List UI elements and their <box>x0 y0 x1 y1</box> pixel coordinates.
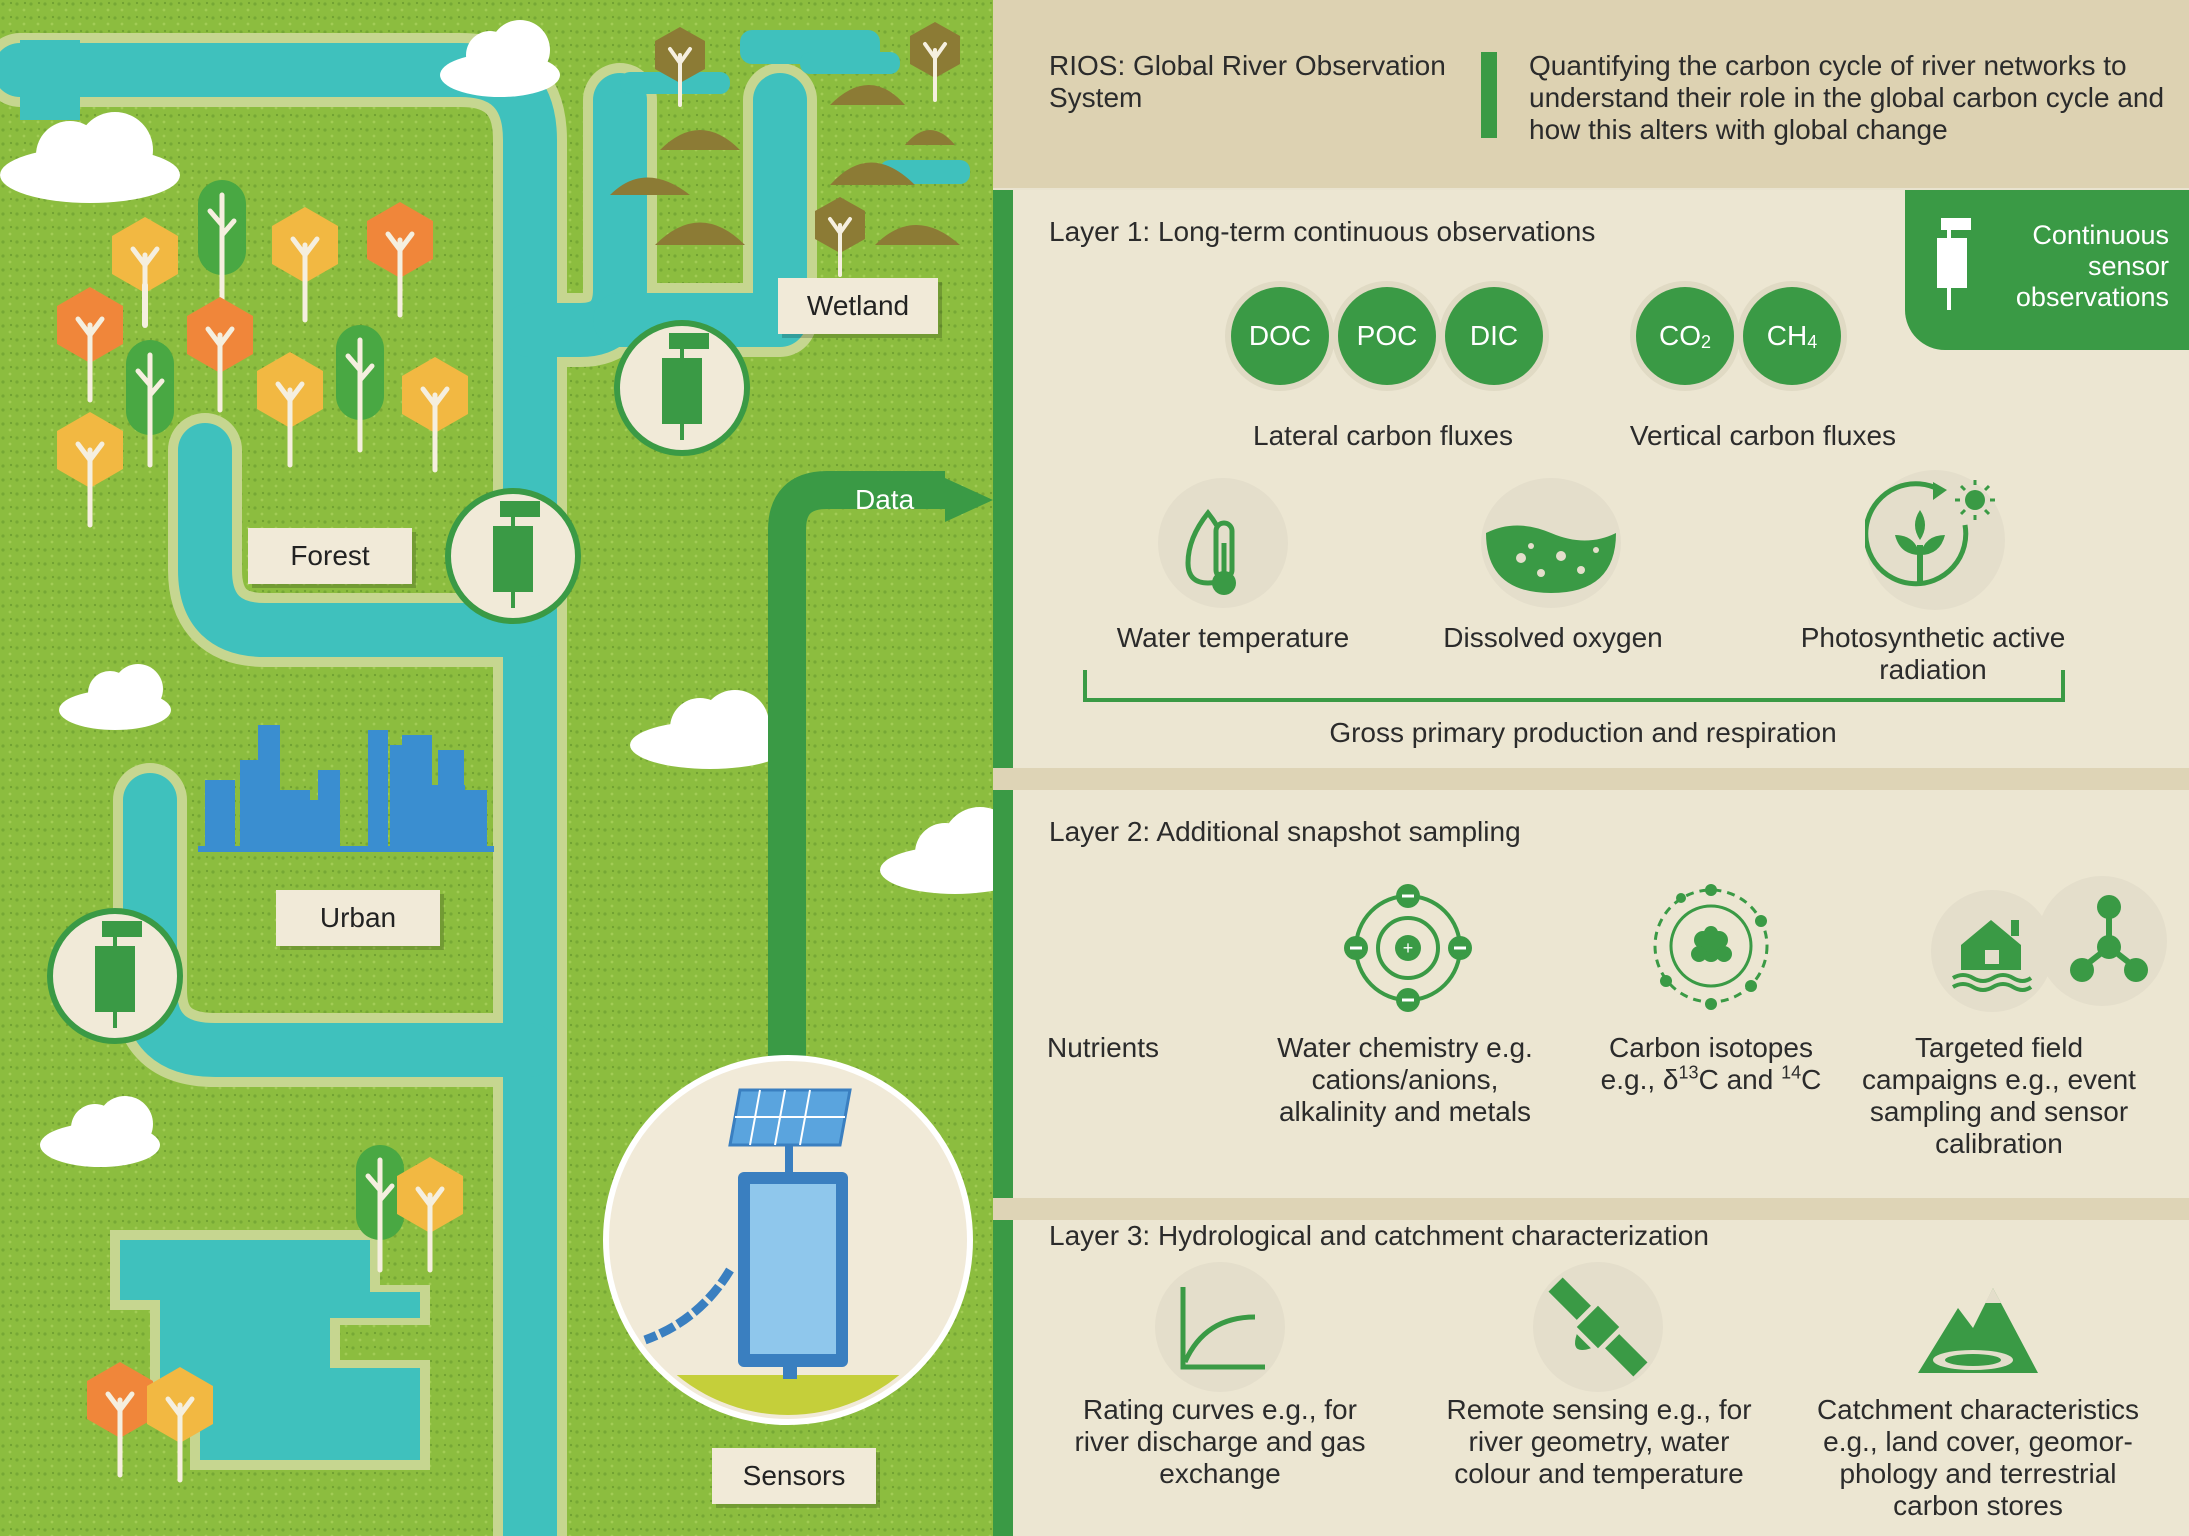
water-temperature-label: Water temperature <box>1116 622 1350 653</box>
urban-label: Urban <box>276 890 440 946</box>
carbon-isotopes-icon <box>1653 884 1769 1010</box>
header-divider <box>1481 52 1497 138</box>
par-icon <box>1865 470 2005 610</box>
carbon-isotopes-mid: C and <box>1698 1064 1782 1095</box>
rating-curves-bg <box>1155 1262 1285 1392</box>
field-campaigns-label: Targeted field campaigns e.g., event sam… <box>1862 1032 2136 1159</box>
layer-1-stripe <box>993 190 1013 768</box>
rating-curves-icon <box>1180 1287 1265 1370</box>
ch4-text: CH <box>1766 320 1808 351</box>
continuous-sensor-label: Continuous sensor observations <box>2015 220 2169 312</box>
layer-2-title: Layer 2: Additional snapshot sampling <box>1049 816 1521 847</box>
gpp-bracket <box>1083 670 2065 702</box>
carbon-isotopes-suffix: C <box>1801 1064 1822 1095</box>
poc-circle: POC <box>1338 287 1436 385</box>
remote-sensing-label: Remote sensing e.g., for river geometry,… <box>1446 1394 1752 1489</box>
wetland-ponds <box>620 30 970 184</box>
forest-label: Forest <box>248 528 412 584</box>
header-description: Quantifying the carbon cycle of river ne… <box>1529 50 2165 145</box>
field-campaigns-icon <box>1951 920 2033 992</box>
catchment-characteristics-label: Catchment characteristics e.g., land cov… <box>1816 1394 2140 1521</box>
nutrients-molecule <box>2070 895 2148 982</box>
sensors-label: Sensors <box>712 1448 876 1504</box>
clouds <box>0 20 993 1167</box>
separator-2 <box>993 1198 2189 1220</box>
water-chemistry-label: Water chemistry e.g. cations/anions, alk… <box>1277 1032 1533 1127</box>
layer-1-title: Layer 1: Long-term continuous observatio… <box>1049 216 1596 247</box>
data-label: Data <box>855 484 915 515</box>
par-label: Photosynthetic active radiation <box>1800 622 2066 685</box>
lateral-fluxes-label: Lateral carbon fluxes <box>1253 420 1513 451</box>
header: RIOS: Global River Observation System Qu… <box>993 0 2189 188</box>
svg-text:+: + <box>1403 938 1414 958</box>
dic-circle: DIC <box>1445 287 1543 385</box>
wetland-label: Wetland <box>778 278 938 334</box>
wetland-hills <box>610 85 960 245</box>
carbon-isotopes-label: Carbon isotopes e.g., δ13C and 14C <box>1591 1032 1831 1096</box>
water-temperature-icon <box>1158 478 1288 608</box>
separator-1 <box>993 768 2189 790</box>
rating-curves-label: Rating curves e.g., for river discharge … <box>1074 1394 1366 1489</box>
forest-trees <box>57 22 960 1483</box>
page-title: RIOS: Global River Observation System <box>1049 50 1446 113</box>
carbon-isotopes-line1: Carbon isotopes <box>1609 1032 1813 1063</box>
carbon-14-sup: 14 <box>1781 1062 1802 1083</box>
continuous-sensor-badge: Continuous sensor observations <box>1905 190 2189 350</box>
nutrients-label: Nutrients <box>1046 1032 1160 1063</box>
doc-circle: DOC <box>1231 287 1329 385</box>
catchment-icon <box>1918 1288 2038 1373</box>
layer-3-title: Layer 3: Hydrological and catchment char… <box>1049 1220 1709 1251</box>
layer-2-stripe <box>993 790 1013 1198</box>
water-chemistry-icon: + <box>1344 884 1472 1012</box>
landscape-map: Wetland Forest Urban Sensors Data <box>0 0 993 1536</box>
dissolved-oxygen-icon <box>1481 478 1621 608</box>
sensor-markers <box>47 320 750 1044</box>
layer-3-stripe <box>993 1220 1013 1536</box>
co2-subscript: 2 <box>1700 331 1711 352</box>
sensor-icon <box>1937 218 1971 310</box>
data-flow-arrow <box>768 471 993 1120</box>
city-buildings <box>198 725 494 852</box>
carbon-13-sup: 13 <box>1678 1062 1699 1083</box>
dissolved-oxygen-label: Dissolved oxygen <box>1443 622 1663 653</box>
info-panel: RIOS: Global River Observation System Qu… <box>993 0 2189 1536</box>
map-illustration <box>0 0 993 1536</box>
gpp-label: Gross primary production and respiration <box>1329 717 1837 748</box>
co2-text: CO <box>1658 320 1701 351</box>
vertical-fluxes-label: Vertical carbon fluxes <box>1629 420 1897 451</box>
carbon-isotopes-prefix: e.g., δ <box>1600 1064 1679 1095</box>
satellite-icon <box>1548 1277 1648 1377</box>
ch4-subscript: 4 <box>1807 331 1818 352</box>
